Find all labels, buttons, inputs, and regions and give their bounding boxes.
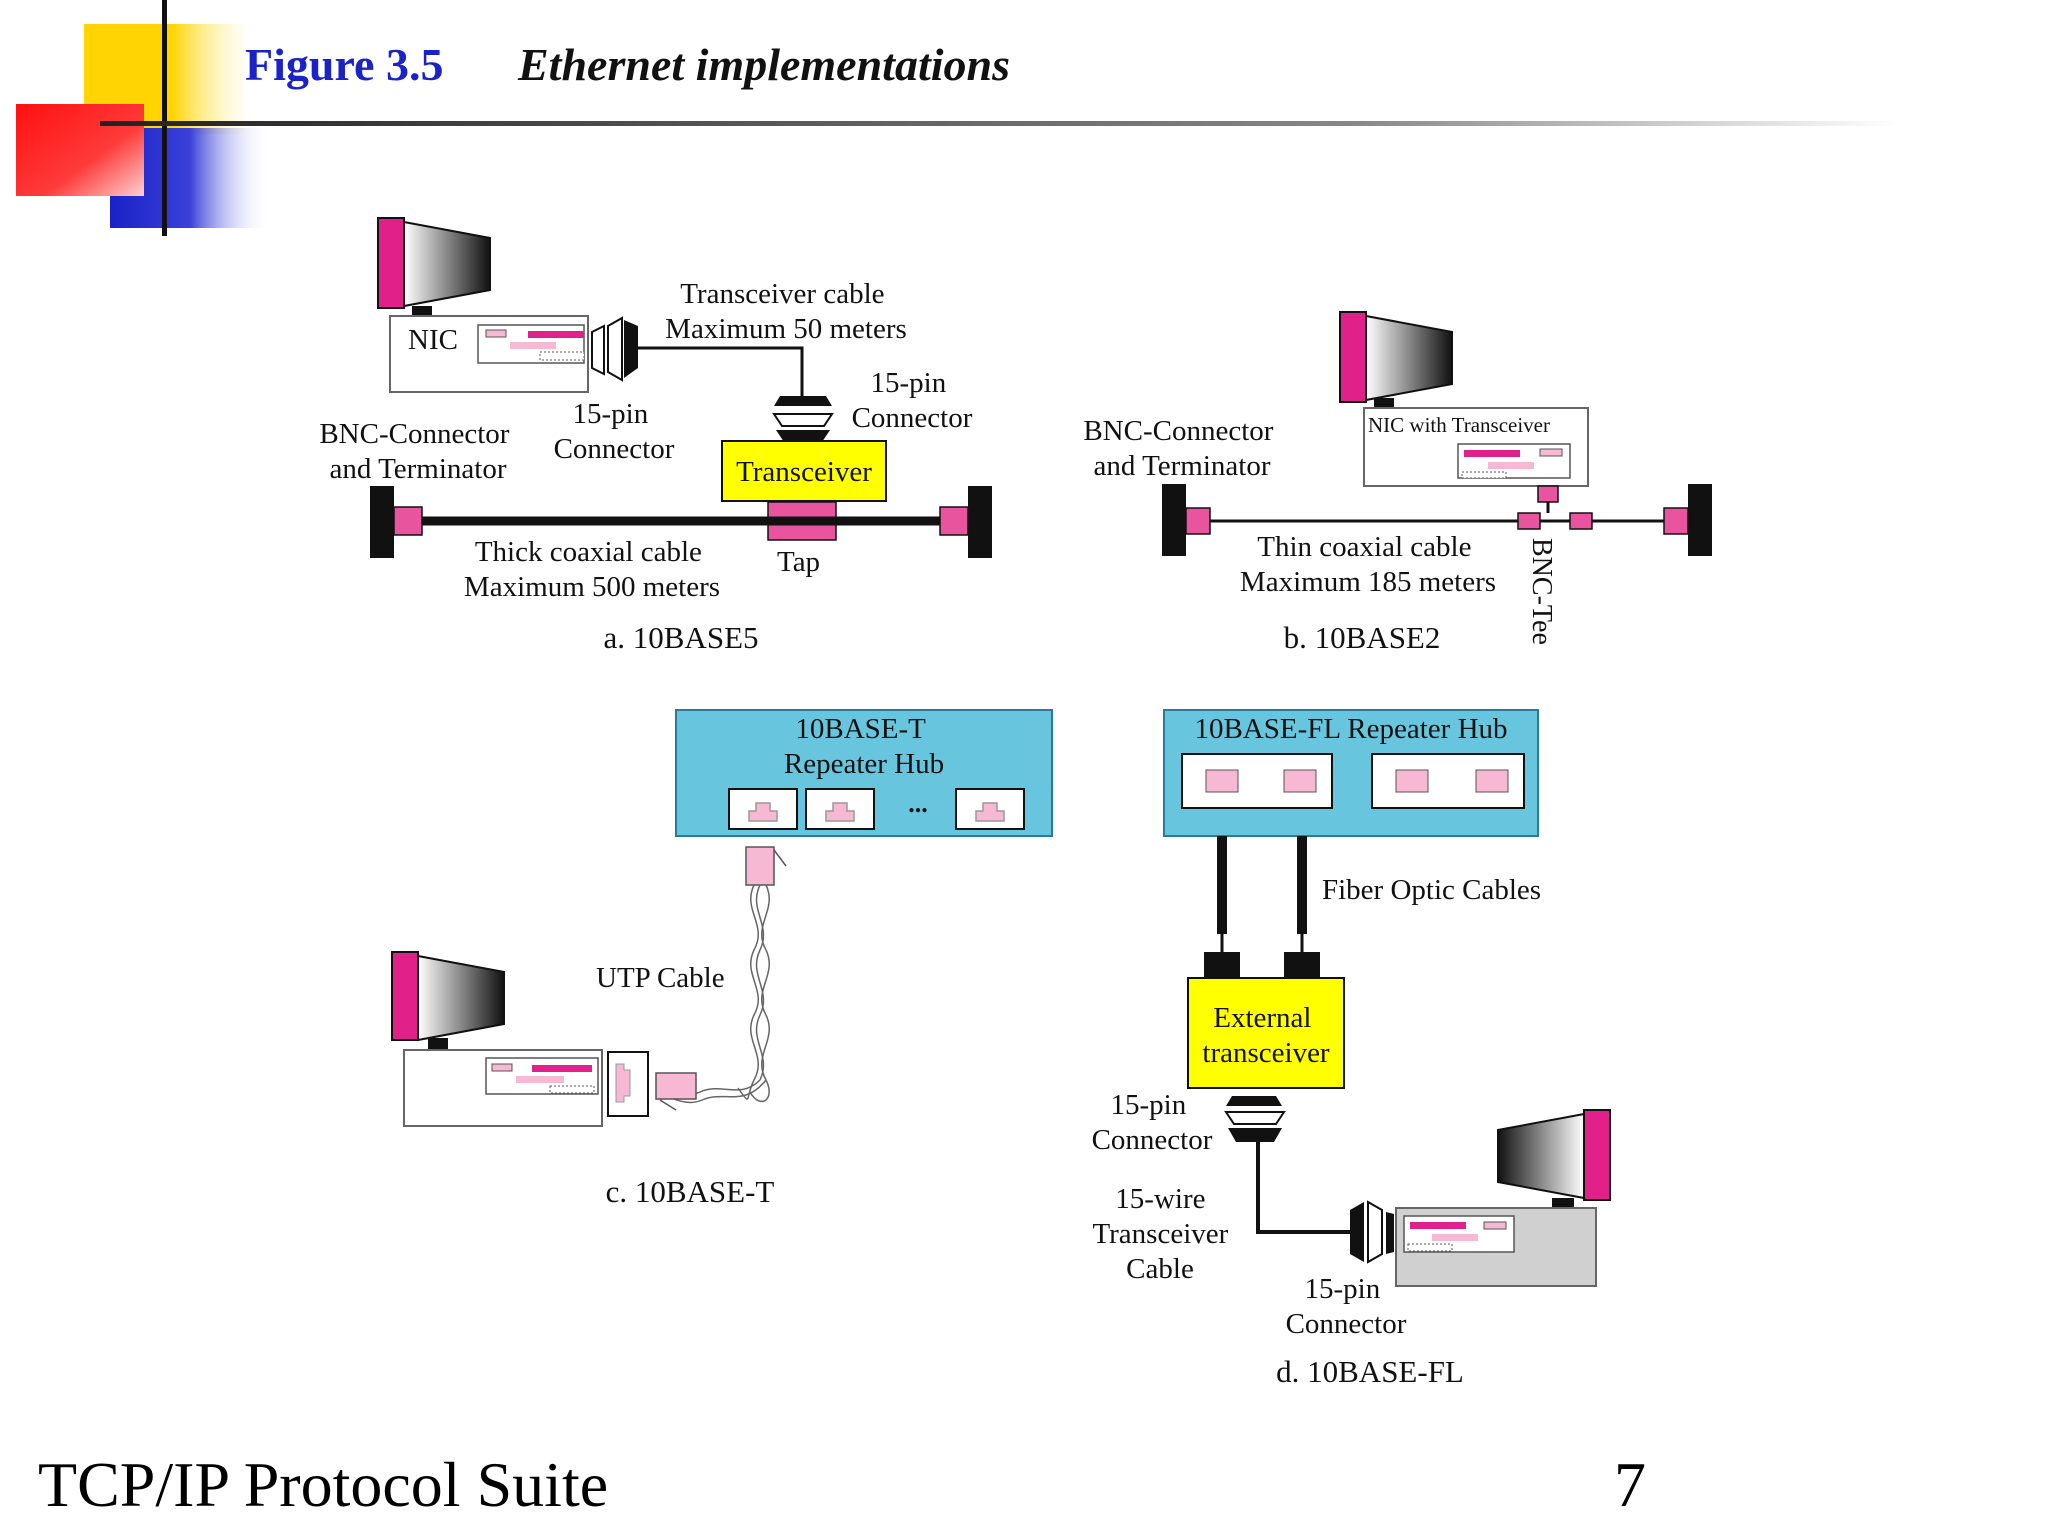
computer-case <box>403 1049 603 1127</box>
panel-caption: d. 10BASE-FL <box>1276 1354 1464 1389</box>
bnc-connector-label: BNC-Connector and Terminator <box>1083 415 1280 482</box>
utp-cable <box>655 884 771 1104</box>
hub-port <box>955 788 1025 830</box>
connector-icon <box>1350 1200 1394 1264</box>
panel-10basefl: 10BASE-FL Repeater Hub Fiber Optic Cable… <box>1092 709 1611 1389</box>
bnc-terminator-left <box>370 486 394 558</box>
transceiver-cable-label: Transceiver cable Maximum 50 meters <box>665 278 907 345</box>
hub-port-group <box>1371 753 1525 809</box>
bnc-terminator-left <box>1162 484 1186 556</box>
transceiver-cable <box>638 346 804 396</box>
pin-connector-label: 15-pin Connector <box>554 398 675 465</box>
figure-number: Figure 3.5 <box>245 39 443 90</box>
thin-cable-label: Thin coaxial cable Maximum 185 meters <box>1240 531 1496 598</box>
figure-title: Ethernet implementations <box>517 39 1010 90</box>
panel-caption: a. 10BASE5 <box>604 620 759 655</box>
connector-icon <box>591 316 638 382</box>
connector-icon <box>772 396 834 442</box>
hub-port-group <box>1181 753 1333 809</box>
bnc-terminator-right <box>968 486 992 558</box>
bnc-tee <box>1517 485 1593 530</box>
transceiver-label: Transceiver <box>736 456 872 488</box>
pin-connector-label: 15-pin Connector <box>852 367 973 434</box>
hub-ellipsis: ... <box>908 789 928 818</box>
connector-icon <box>1224 1096 1286 1142</box>
external-transceiver-label: External transceiver <box>1202 1002 1330 1069</box>
computer-case <box>1363 407 1589 487</box>
computer-monitor-icon <box>391 951 505 1050</box>
bnc-tee-label: BNC-Tee <box>1526 538 1557 645</box>
thick-cable-label: Thick coaxial cable Maximum 500 meters <box>464 536 720 603</box>
pin-connector-label: 15-pin Connector <box>1286 1273 1407 1340</box>
panel-10baset: 10BASE-T Repeater Hub ... <box>391 709 1053 1209</box>
transceiver-box <box>721 440 887 502</box>
nic-label: NIC with Transceiver <box>1368 413 1550 437</box>
bnc-terminator-right <box>1688 484 1712 556</box>
hub-label: 10BASE-T Repeater Hub <box>784 713 944 780</box>
panel-caption: b. 10BASE2 <box>1284 620 1441 655</box>
hub-port <box>728 788 798 830</box>
footer-title: TCP/IP Protocol Suite <box>38 1449 608 1520</box>
bnc-connector-label: BNC-Connector and Terminator <box>319 418 516 485</box>
pin-connector-label: 15-pin Connector <box>1092 1089 1213 1156</box>
fiber-cable <box>1297 836 1307 934</box>
header-decoration <box>16 0 1900 236</box>
external-transceiver <box>1187 977 1345 1089</box>
nic-label: NIC <box>408 324 458 356</box>
transceiver-cable-label: 15-wire Transceiver Cable <box>1092 1183 1235 1285</box>
tap-label: Tap <box>777 546 820 578</box>
panel-10base5: NIC Transceiver Transceiver cable Maximu… <box>319 217 992 655</box>
computer-case <box>389 315 589 393</box>
computer-case <box>1395 1207 1597 1287</box>
fiber-label: Fiber Optic Cables <box>1322 874 1541 906</box>
utp-cable-label: UTP Cable <box>596 962 725 994</box>
rj45-plug <box>745 846 775 886</box>
computer-monitor-icon <box>1339 311 1453 410</box>
transceiver-cable <box>1256 1142 1350 1234</box>
hub-label: 10BASE-FL Repeater Hub <box>1194 713 1507 745</box>
hub-port <box>805 788 875 830</box>
rj45-plug <box>655 1072 697 1100</box>
panel-caption: c. 10BASE-T <box>606 1174 775 1209</box>
computer-monitor-icon <box>1497 1109 1611 1210</box>
panel-10base2: NIC with Transceiver BNC-Connector and T… <box>1083 311 1712 655</box>
page-number: 7 <box>1614 1449 1646 1520</box>
computer-monitor-icon <box>377 217 491 318</box>
fiber-cable <box>1217 836 1227 934</box>
